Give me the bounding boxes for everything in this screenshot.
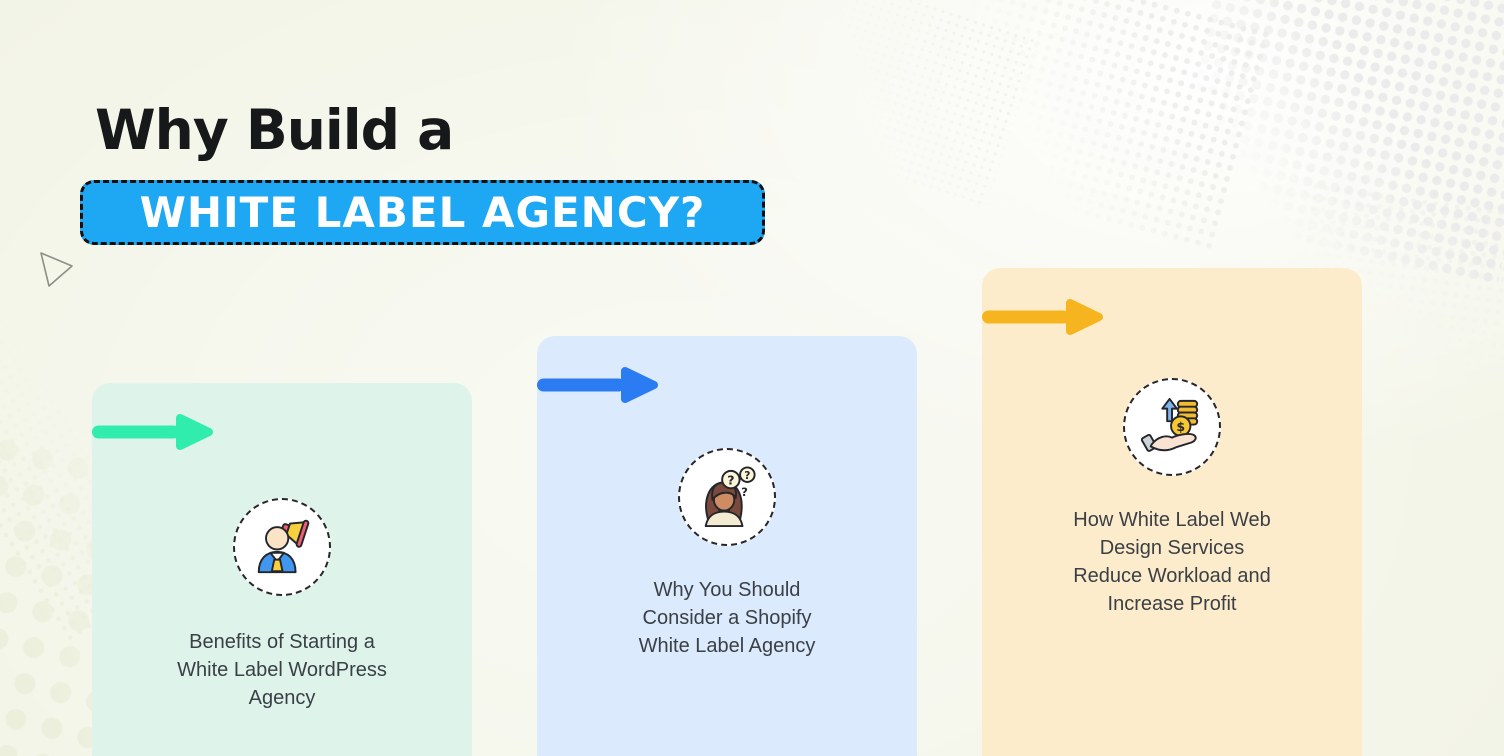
cursor-triangle-icon [40,252,73,287]
card-shopify-agency: ? ? ? Why You Should Consider a Shopify … [537,336,917,756]
arrow-right-icon [982,299,1103,335]
svg-text:$: $ [1176,419,1185,434]
hand-receiving-money-icon: $ [1123,378,1221,476]
title-highlight-box: WHITE LABEL AGENCY? [80,180,765,245]
arrow-right-icon [537,367,658,403]
card-title: How White Label Web Design Services Redu… [1073,509,1271,615]
svg-text:?: ? [727,472,734,487]
title-highlight-text: WHITE LABEL AGENCY? [139,188,706,237]
card-web-design-services: $ How White Label Web Design Services Re… [982,268,1362,756]
page-title: Why Build a [95,98,454,162]
halftone-dots-pattern-top-right-medium [924,0,1274,253]
businessman-megaphone-icon [233,498,331,596]
halftone-dots-pattern-top-right-small [747,0,1041,211]
card-title: Benefits of Starting a White Label WordP… [177,631,387,709]
card-title: Why You Should Consider a Shopify White … [638,579,816,657]
confused-woman-questions-icon: ? ? ? [678,448,776,546]
card-wordpress-agency: Benefits of Starting a White Label WordP… [92,383,472,756]
halftone-dots-pattern-top-right-large [1164,0,1504,287]
svg-text:?: ? [744,469,750,482]
arrow-right-icon [92,414,213,450]
svg-text:?: ? [741,485,748,499]
